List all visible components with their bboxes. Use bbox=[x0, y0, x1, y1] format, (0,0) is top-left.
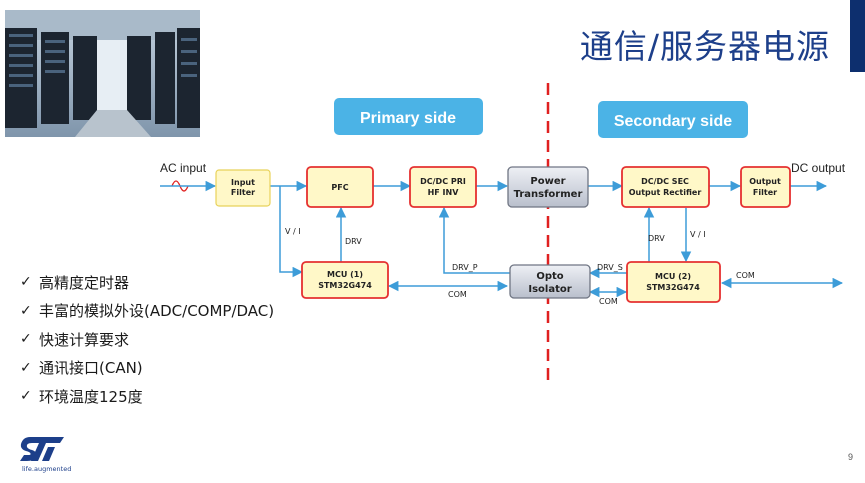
check-icon: ✓ bbox=[20, 359, 32, 376]
block-mcu2-line2: STM32G474 bbox=[646, 283, 700, 292]
block-mcu1-line2: STM32G474 bbox=[318, 281, 372, 290]
signal-vi-right: V / I bbox=[690, 230, 706, 239]
check-icon: ✓ bbox=[20, 388, 32, 405]
primary-side-label: Primary side bbox=[360, 110, 456, 127]
block-pfc: PFC bbox=[306, 166, 374, 208]
primary-side-header bbox=[334, 98, 483, 135]
block-dcdc-sec-line1: DC/DC SEC bbox=[641, 177, 689, 186]
block-output-filter: Output Filter bbox=[740, 166, 791, 208]
secondary-side-header bbox=[598, 101, 748, 138]
arrow-vi-left bbox=[279, 186, 304, 278]
signal-com-out: COM bbox=[736, 271, 755, 280]
signal-drv-p: DRV_P bbox=[452, 263, 478, 272]
slide-title: 通信/服务器电源 bbox=[579, 27, 830, 66]
block-opto-line2: Isolator bbox=[528, 284, 571, 295]
check-icon: ✓ bbox=[20, 302, 32, 319]
page-number: 9 bbox=[848, 452, 854, 462]
signal-com-mid: COM bbox=[448, 290, 467, 299]
title-accent-bar bbox=[850, 0, 865, 72]
signal-com-sec: COM bbox=[599, 297, 618, 306]
secondary-side-label: Secondary side bbox=[614, 113, 732, 130]
block-output-filter-line2: Filter bbox=[753, 188, 777, 197]
block-dcdc-pri-line1: DC/DC PRI bbox=[420, 177, 466, 186]
arrow-drv-p bbox=[438, 206, 510, 274]
block-output-filter-line1: Output bbox=[749, 177, 781, 186]
block-power-transformer: Power Transformer bbox=[507, 166, 589, 208]
block-mcu2: MCU (2) STM32G474 bbox=[626, 261, 721, 303]
block-input-filter-line1: Input bbox=[231, 178, 255, 187]
server-room-photo bbox=[5, 10, 200, 137]
dc-output-label: DC output bbox=[791, 161, 846, 175]
feature-bullet-text: 丰富的模拟外设(ADC/COMP/DAC) bbox=[39, 302, 275, 321]
block-mcu1: MCU (1) STM32G474 bbox=[301, 261, 389, 299]
signal-vi-left: V / I bbox=[285, 227, 301, 236]
check-icon: ✓ bbox=[20, 331, 32, 348]
block-power-transformer-line1: Power bbox=[530, 176, 565, 187]
feature-bullet: ✓ 通讯接口(CAN) bbox=[20, 354, 274, 383]
feature-bullet-text: 高精度定时器 bbox=[39, 273, 130, 292]
feature-bullet: ✓ 高精度定时器 bbox=[20, 268, 274, 297]
block-mcu2-line1: MCU (2) bbox=[655, 272, 691, 281]
block-mcu1-line1: MCU (1) bbox=[327, 270, 363, 279]
block-opto-isolator: Opto Isolator bbox=[509, 264, 591, 299]
block-dcdc-sec-line2: Output Rectifier bbox=[629, 188, 702, 197]
block-dcdc-pri-line2: HF INV bbox=[428, 188, 460, 197]
block-input-filter-line2: Filter bbox=[231, 188, 255, 197]
block-power-transformer-line2: Transformer bbox=[514, 189, 583, 200]
feature-bullet: ✓ 丰富的模拟外设(ADC/COMP/DAC) bbox=[20, 297, 274, 326]
feature-bullet: ✓ 快速计算要求 bbox=[20, 325, 274, 354]
st-logo-icon bbox=[20, 437, 64, 461]
block-pfc-line1: PFC bbox=[331, 183, 348, 192]
block-opto-line1: Opto bbox=[536, 271, 563, 282]
block-dcdc-pri: DC/DC PRI HF INV bbox=[409, 166, 477, 208]
signal-drv-left: DRV bbox=[345, 237, 362, 246]
signal-drv-right: DRV bbox=[648, 234, 665, 243]
feature-bullet-list: ✓ 高精度定时器 ✓ 丰富的模拟外设(ADC/COMP/DAC) ✓ 快速计算要求 ✓… bbox=[20, 268, 274, 411]
feature-bullet-text: 快速计算要求 bbox=[39, 330, 130, 349]
feature-bullet: ✓ 环境温度125度 bbox=[20, 382, 274, 411]
feature-bullet-text: 通讯接口(CAN) bbox=[39, 359, 143, 378]
ac-input-label: AC input bbox=[160, 161, 207, 175]
block-dcdc-sec: DC/DC SEC Output Rectifier bbox=[621, 166, 710, 208]
feature-bullet-text: 环境温度125度 bbox=[39, 387, 143, 406]
block-input-filter: Input Filter bbox=[215, 169, 271, 207]
check-icon: ✓ bbox=[20, 274, 32, 291]
signal-drv-s: DRV_S bbox=[597, 263, 623, 272]
logo-tagline: life.augmented bbox=[22, 465, 72, 473]
